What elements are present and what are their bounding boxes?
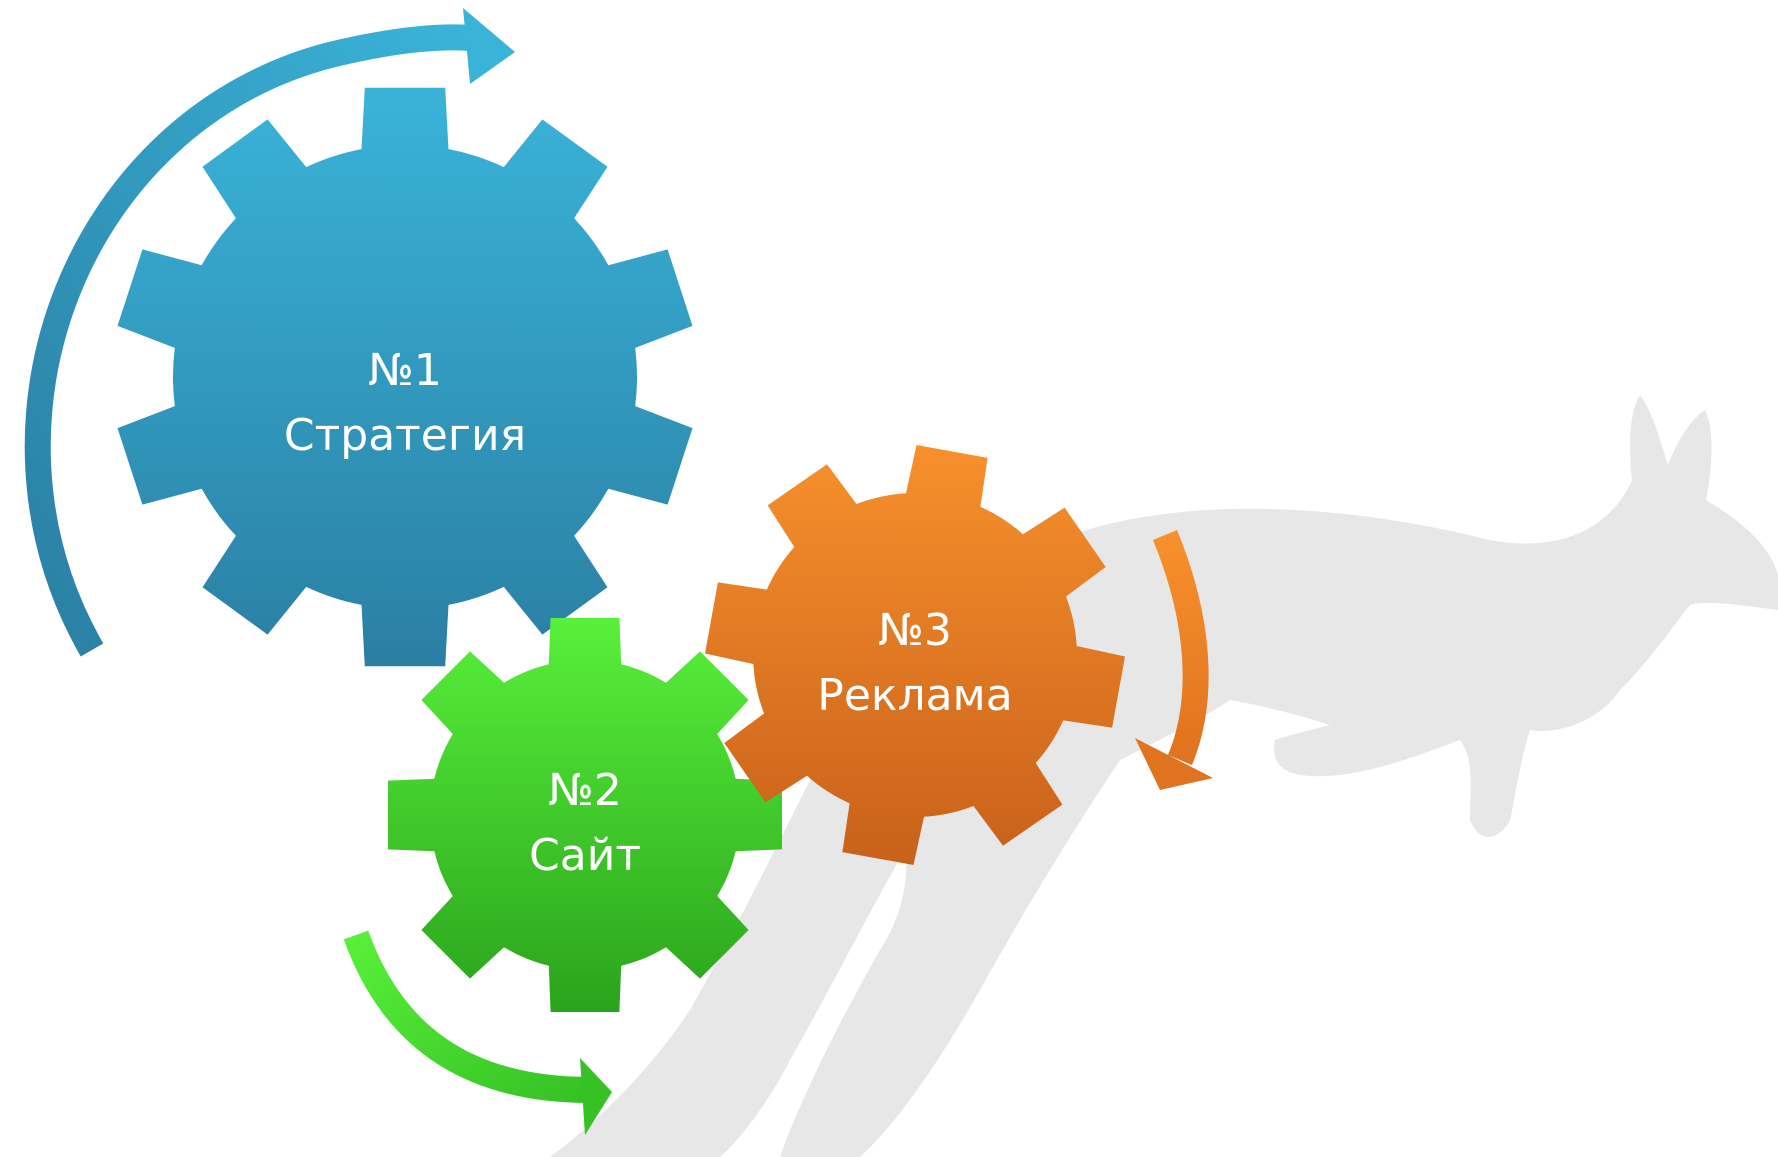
gear-3: №3 Реклама	[705, 445, 1125, 865]
gear-2-label: Сайт	[529, 830, 641, 881]
gear-1-shape	[117, 87, 693, 667]
gear-3-label: Реклама	[817, 670, 1012, 721]
gear-3-body	[705, 445, 1125, 865]
green-curved-arrow-icon	[343, 930, 612, 1135]
gear-2-shape	[388, 618, 782, 1012]
gear-2-body	[388, 618, 782, 1012]
gear-1-number: №1	[368, 345, 442, 396]
gear-2: №2 Сайт	[388, 618, 782, 1012]
gear-1: №1 Стратегия	[117, 87, 693, 667]
orange-curved-arrow-icon	[1135, 530, 1213, 790]
blue-curved-arrow-icon	[24, 8, 515, 657]
gear-3-shape	[705, 445, 1125, 865]
gear-1-body	[117, 87, 693, 667]
gear-1-label: Стратегия	[284, 410, 526, 461]
gear-2-number: №2	[548, 765, 622, 816]
gear-3-number: №3	[878, 605, 952, 656]
kangaroo-silhouette-icon	[550, 395, 1778, 1157]
